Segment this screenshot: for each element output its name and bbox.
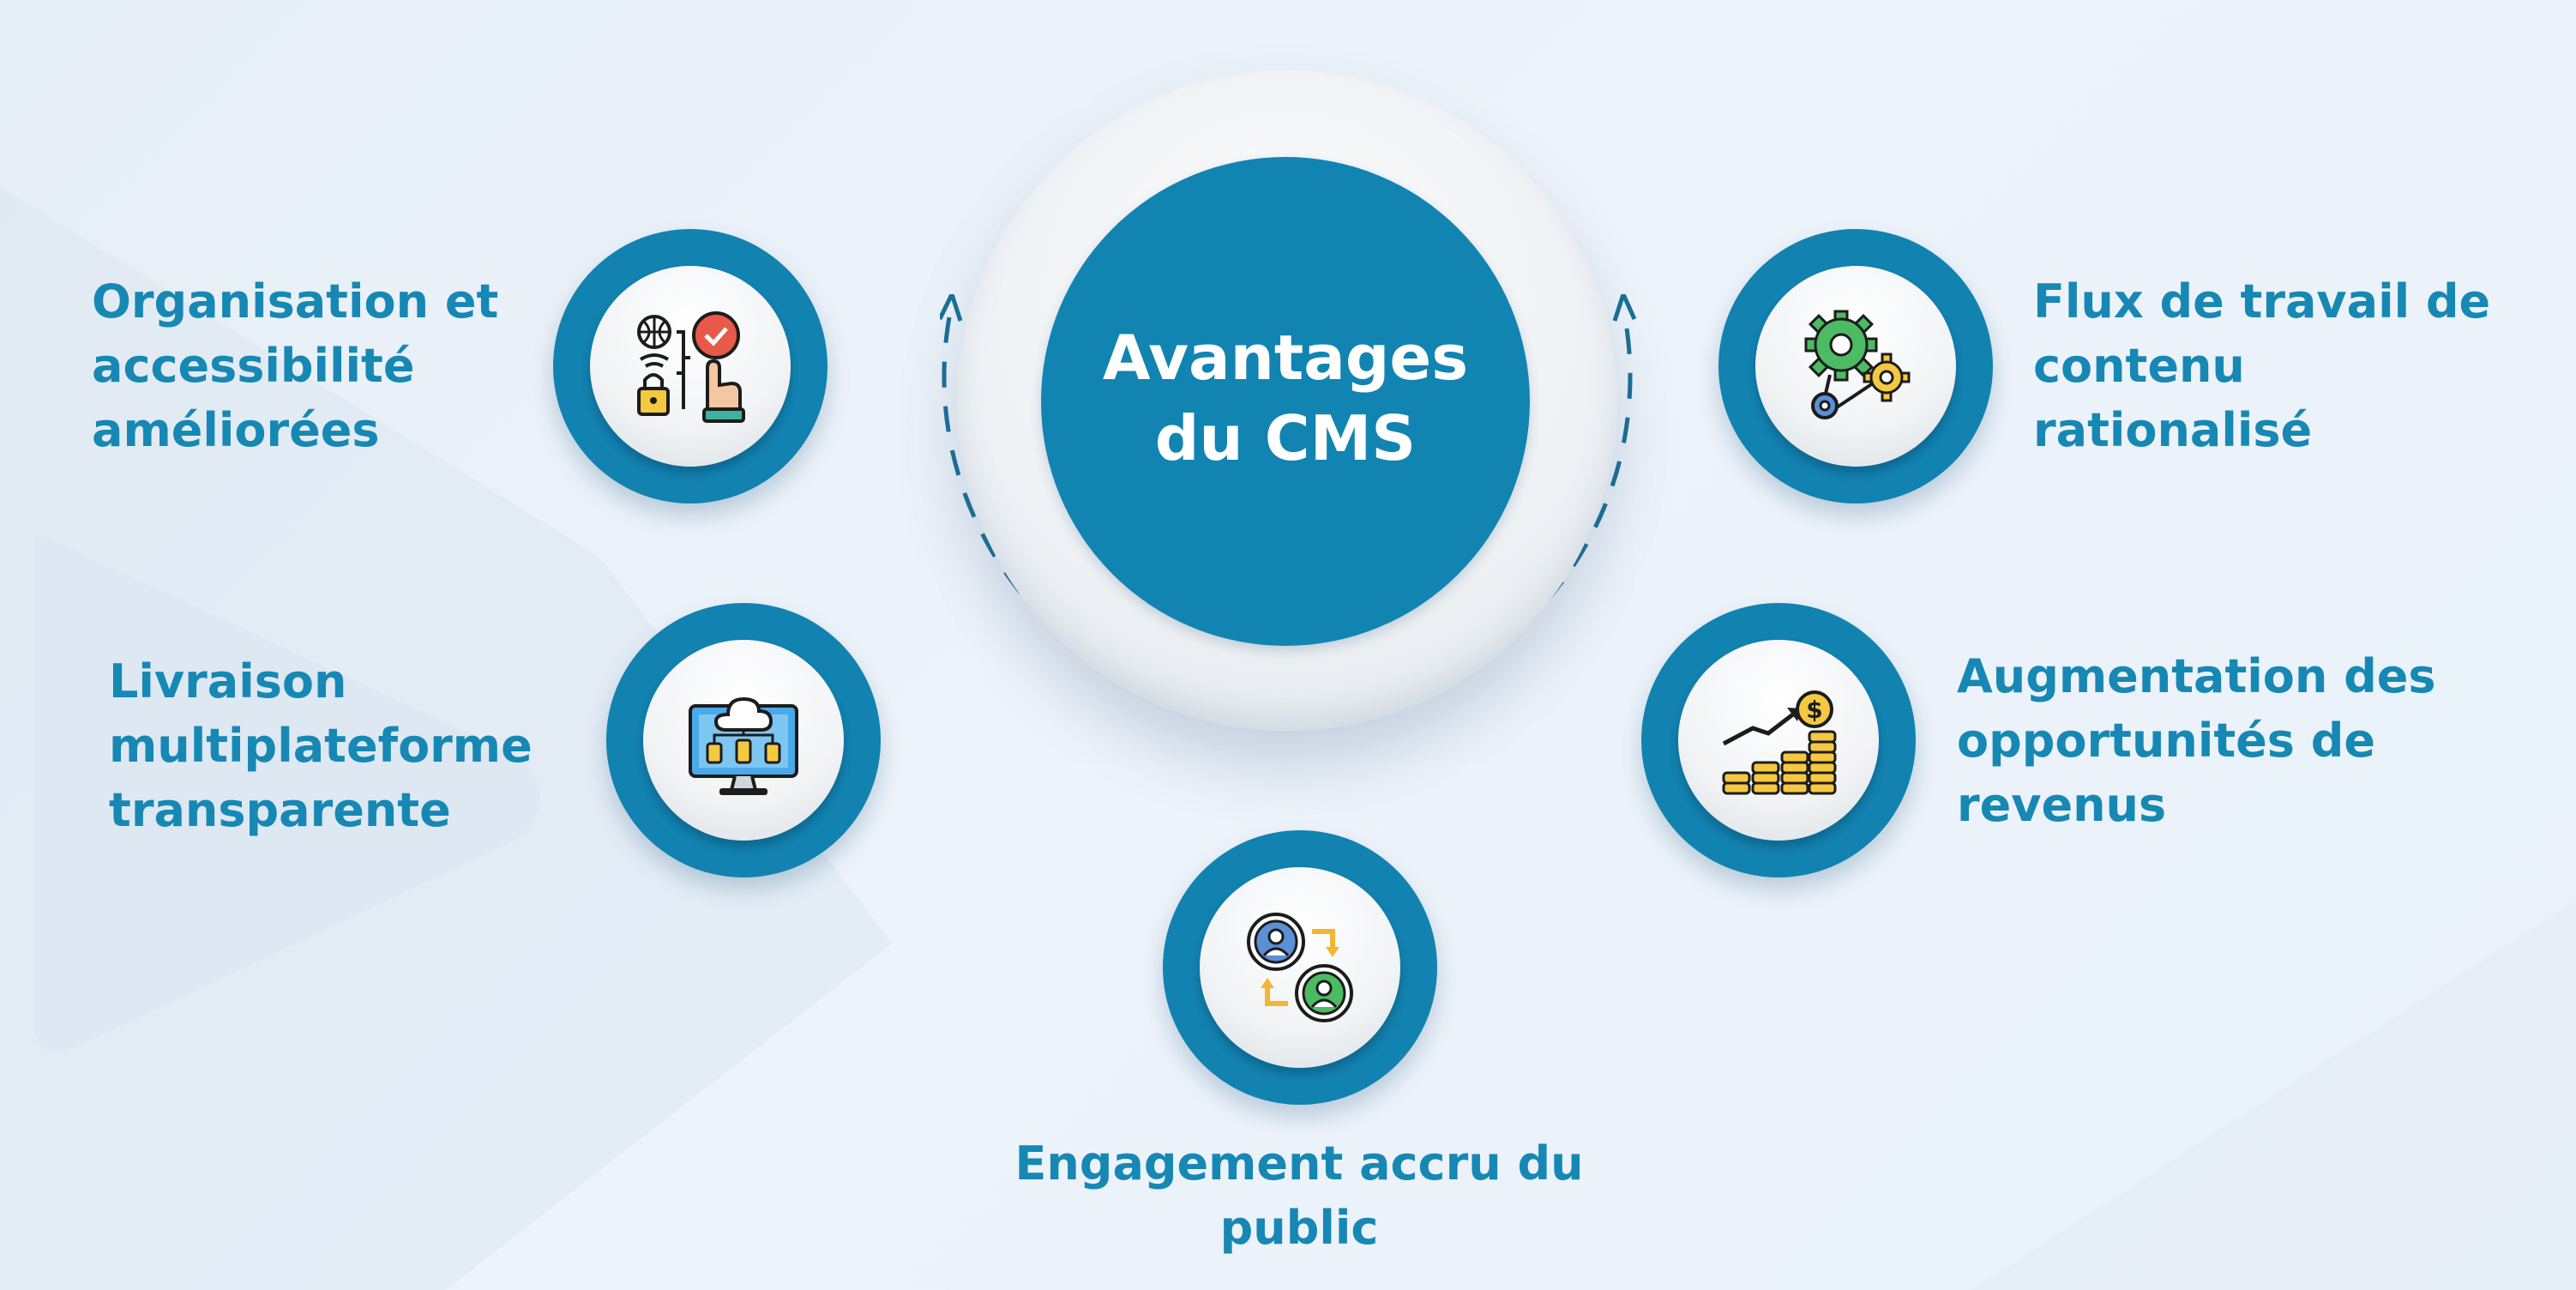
arrow-left-icon	[940, 294, 963, 322]
svg-text:$: $	[1806, 696, 1822, 724]
benefit-label-engagement: Engagement accru du public	[1014, 1136, 1584, 1255]
arrow-right-icon	[1612, 294, 1637, 322]
benefit-label-livraison: Livraison multiplateforme transparente	[109, 654, 533, 837]
hub-inner-circle	[1041, 157, 1530, 646]
node-disc	[590, 266, 791, 467]
node-disc	[1200, 867, 1400, 1068]
benefit-label-organisation: Organisation et accessibilité améliorées	[92, 274, 499, 457]
user-exchange-icon	[1247, 913, 1353, 1022]
hub-title: Avantages du CMS	[1102, 322, 1469, 474]
gear-workflow-icon	[1804, 310, 1911, 419]
benefit-node-engagement	[1163, 830, 1437, 1105]
benefit-node-revenus: $	[1641, 603, 1916, 877]
benefit-node-livraison	[606, 603, 881, 877]
benefit-node-flux	[1718, 229, 1993, 503]
revenue-growth-icon: $	[1722, 690, 1837, 795]
cloud-monitor-icon	[689, 696, 798, 795]
benefit-node-organisation	[553, 229, 828, 503]
node-disc	[1678, 640, 1879, 841]
benefit-label-revenus: Augmentation des opportunités de revenus	[1957, 649, 2436, 832]
security-touch-icon	[637, 311, 745, 423]
benefit-label-flux: Flux de travail de contenu rationalisé	[2033, 274, 2491, 457]
